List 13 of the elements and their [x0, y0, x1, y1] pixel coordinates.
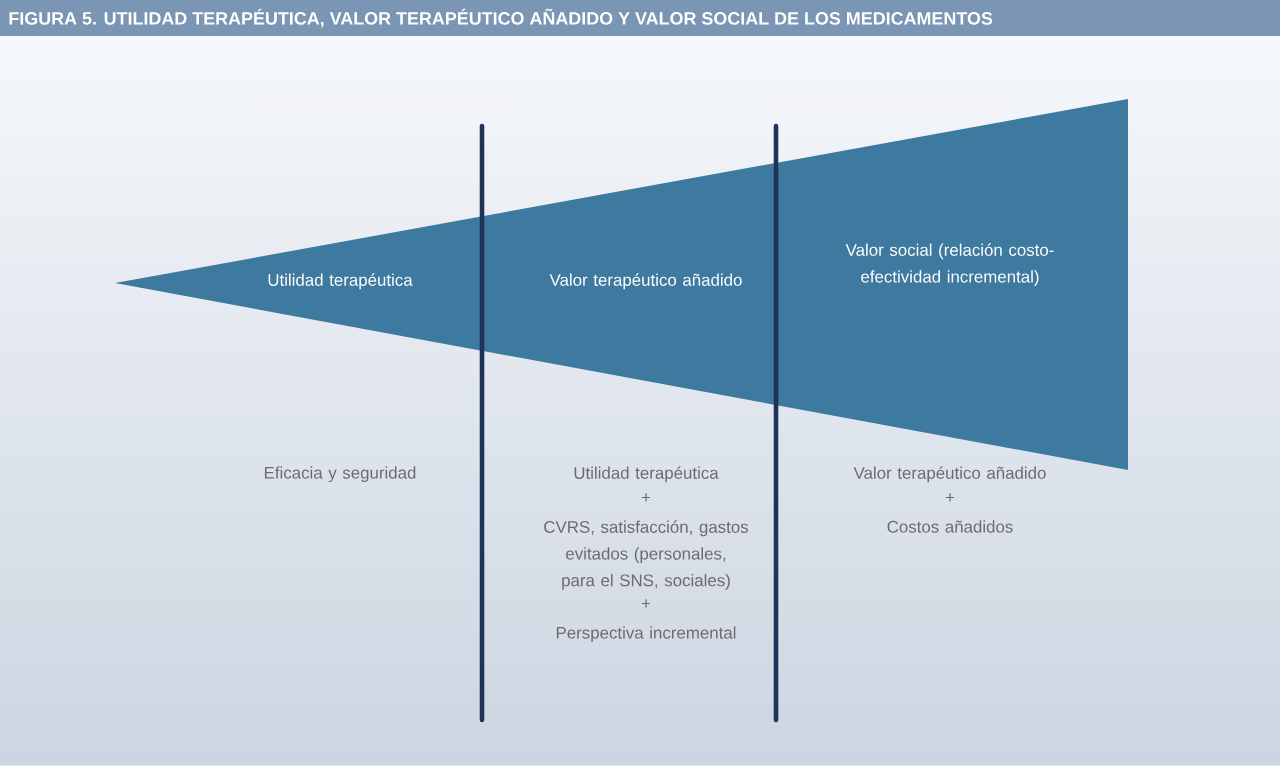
wedge-label: Utilidad terapéutica	[268, 273, 413, 290]
column-text: +	[945, 493, 955, 502]
column-text: Perspectiva incremental	[556, 626, 736, 643]
column-text: Utilidad terapéutica	[574, 466, 719, 483]
column-text: CVRS, satisfacción, gastos evitados (personales, para el SNS, sociales)	[544, 520, 749, 590]
column-text: +	[641, 493, 651, 502]
column-text: Valor terapéutico añadido	[853, 466, 1046, 483]
column-text: Eficacia y seguridad	[264, 466, 416, 483]
column-text: +	[641, 599, 651, 608]
column-text: Costos añadidos	[887, 520, 1013, 533]
wedge-label: Valor social (relación costo-efectividad incremental)	[845, 243, 1054, 286]
wedge-label: Valor terapéutico añadido	[549, 273, 742, 290]
title-banner: FIGURA 5. UTILIDAD TERAPÉUTICA, VALOR TERAPÉUTICO AÑADIDO Y VALOR SOCIAL DE LOS MEDICAMENTOS	[0, 0, 1280, 36]
